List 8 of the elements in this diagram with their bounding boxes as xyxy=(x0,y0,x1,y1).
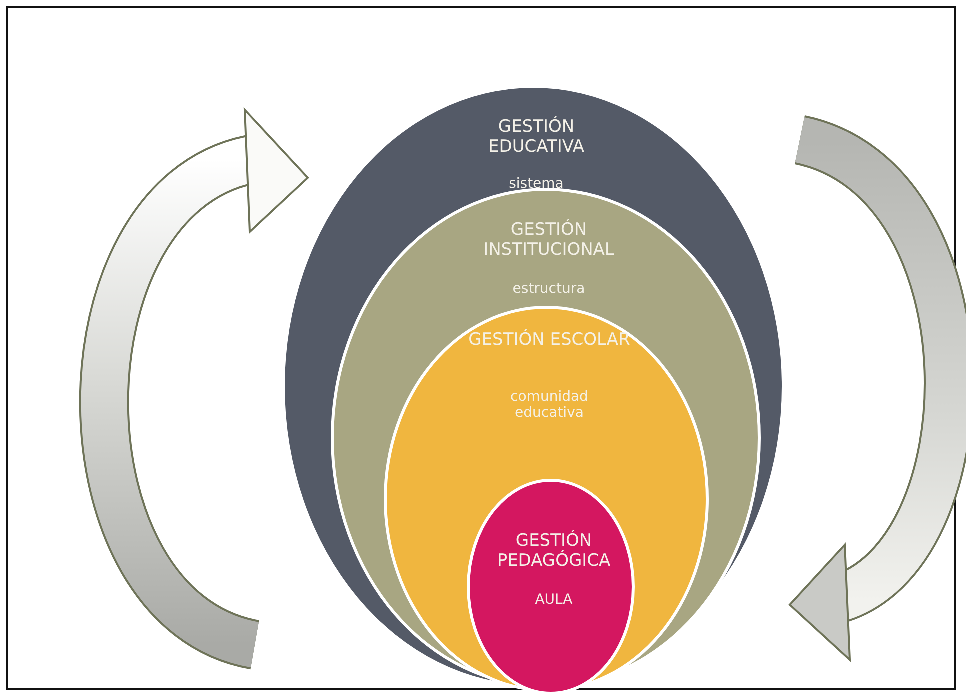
level-title: GESTIÓN PEDAGÓGICA xyxy=(496,532,612,572)
level-subtitle: AULA xyxy=(534,592,574,608)
level-subtitle: sistema xyxy=(508,176,565,192)
level-title: GESTIÓN ESCOLAR xyxy=(468,331,632,351)
level-subtitle: estructura xyxy=(512,281,586,298)
level-title: GESTIÓN EDUCATIVA xyxy=(487,118,586,158)
level-subtitle: comunidad educativa xyxy=(510,389,590,422)
level-title: GESTIÓN INSTITUCIONAL xyxy=(482,221,616,260)
